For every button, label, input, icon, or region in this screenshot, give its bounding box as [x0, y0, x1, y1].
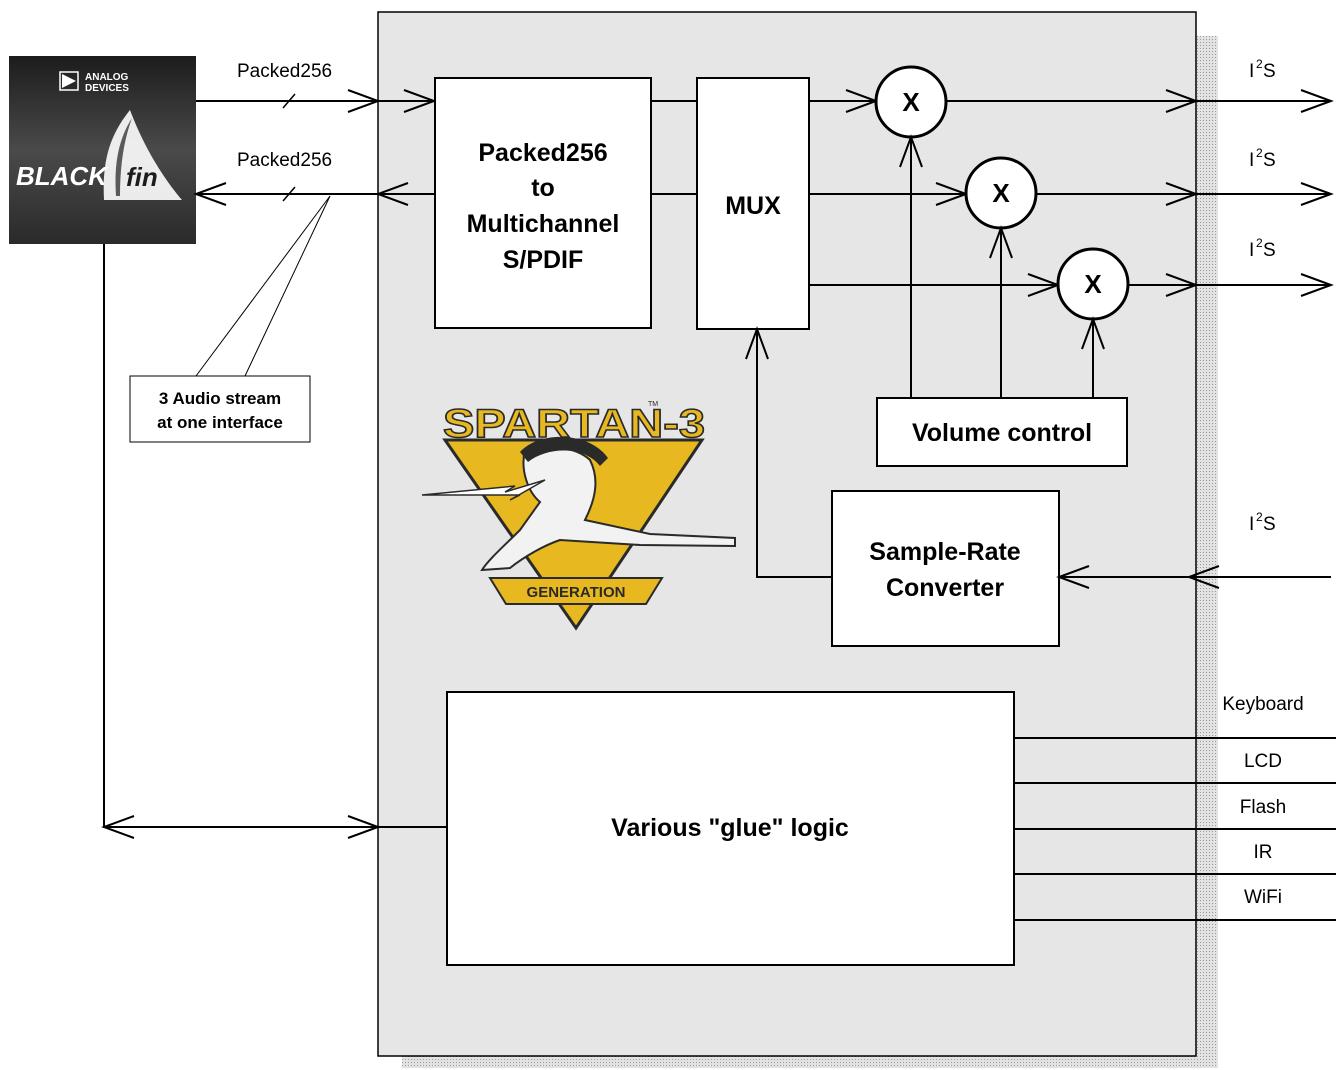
i2s-in-base: I — [1249, 514, 1254, 535]
spartan3-title: SPARTAN-3 — [443, 402, 705, 446]
i2s-2-sup: 2 — [1256, 146, 1263, 160]
sample-rate-converter-block — [832, 491, 1059, 646]
src-label-line-1: Sample-Rate — [869, 538, 1021, 566]
i2s-label-2: I 2 S — [1249, 146, 1276, 171]
spdif-label-line-4: S/PDIF — [503, 246, 584, 274]
spartan3-tm: TM — [648, 401, 658, 408]
spartan3-subtitle: GENERATION — [527, 584, 626, 601]
spdif-label-line-2: to — [531, 174, 555, 202]
i2s-label-input: I 2 S — [1249, 510, 1276, 535]
peripheral-flash: Flash — [1240, 797, 1286, 818]
i2s-3-sup: 2 — [1256, 236, 1263, 250]
callout-pointer — [196, 196, 330, 376]
multiplier-1: X — [876, 67, 946, 137]
fin-word: fin — [126, 162, 158, 192]
multiplier-1-label: X — [902, 87, 920, 117]
i2s-label-3: I 2 S — [1249, 236, 1276, 261]
spdif-label-line-1: Packed256 — [478, 139, 607, 167]
callout-line-2: at one interface — [157, 413, 283, 432]
mux-label: MUX — [725, 192, 781, 220]
multiplier-3: X — [1058, 249, 1128, 319]
multiplier-2-label: X — [992, 178, 1010, 208]
i2s-2-base: I — [1249, 150, 1254, 171]
analog-brand-text: ANALOG — [85, 72, 129, 83]
i2s-1-sup: 2 — [1256, 57, 1263, 71]
peripheral-lcd: LCD — [1244, 751, 1282, 772]
peripheral-keyboard: Keyboard — [1222, 694, 1303, 715]
callout-box — [130, 376, 310, 442]
peripheral-wifi: WiFi — [1244, 887, 1282, 908]
i2s-1-tail: S — [1263, 61, 1276, 82]
multiplier-2: X — [966, 158, 1036, 228]
devices-brand-text: DEVICES — [85, 83, 129, 94]
multiplier-3-label: X — [1084, 269, 1102, 299]
i2s-2-tail: S — [1263, 150, 1276, 171]
callout-line-1: 3 Audio stream — [159, 389, 281, 408]
packed256-label-in: Packed256 — [237, 150, 332, 171]
i2s-3-tail: S — [1263, 240, 1276, 261]
i2s-in-tail: S — [1263, 514, 1276, 535]
src-label-line-2: Converter — [886, 574, 1004, 602]
packed256-label-out: Packed256 — [237, 61, 332, 82]
i2s-label-1: I 2 S — [1249, 57, 1276, 82]
volume-control-label: Volume control — [912, 419, 1092, 447]
blackfin-logo: ANALOG DEVICES BLACK fin — [9, 56, 196, 244]
i2s-3-base: I — [1249, 240, 1254, 261]
packed-to-spdif-block — [435, 78, 651, 328]
black-word: BLACK — [16, 161, 109, 191]
spdif-label-line-3: Multichannel — [467, 210, 620, 238]
glue-logic-label: Various "glue" logic — [611, 814, 849, 842]
i2s-in-sup: 2 — [1256, 510, 1263, 524]
peripheral-ir: IR — [1254, 842, 1273, 863]
i2s-1-base: I — [1249, 61, 1254, 82]
